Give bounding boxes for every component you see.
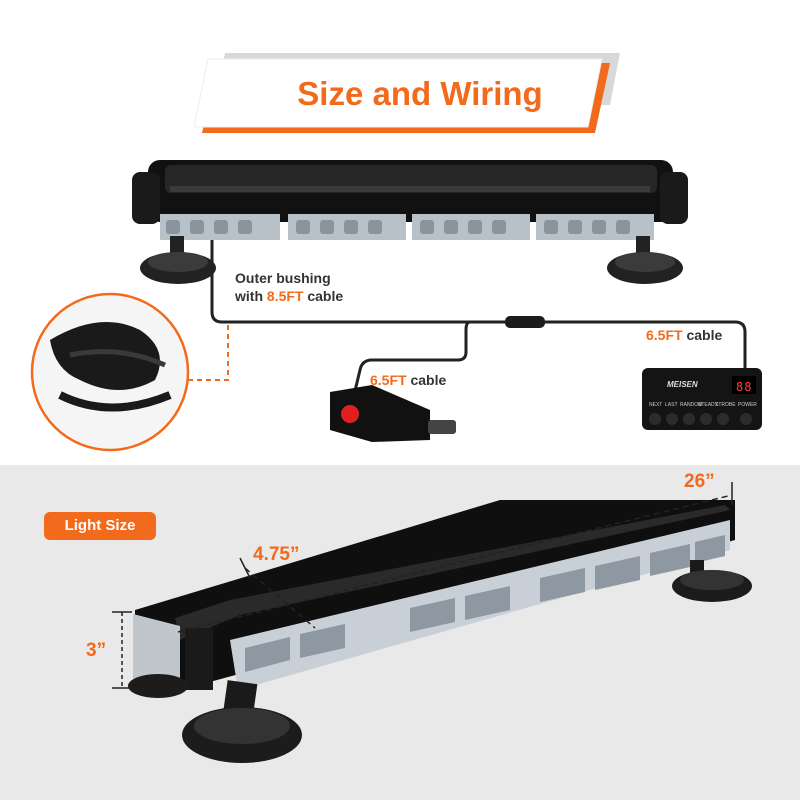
controller-button-strobe: STROBE	[715, 402, 736, 408]
bushing-label-text: Outer bushing	[235, 270, 331, 286]
plug-cable	[352, 320, 505, 396]
magnet-mount-top-left	[140, 236, 216, 284]
controller-cable-length: 6.5FT	[646, 327, 683, 343]
bushing-with-text: with	[235, 288, 263, 304]
plug-cable-word: cable	[410, 372, 447, 388]
controller-brand: MEISEN	[667, 380, 698, 389]
light-bar-top	[132, 160, 688, 240]
dimension-lines	[112, 482, 733, 689]
controller-cable-label: 6.5FT cable	[646, 327, 722, 343]
banner-shape	[193, 53, 620, 133]
controller-cable-word: cable	[686, 327, 723, 343]
width-dimension: 4.75”	[253, 544, 300, 565]
plug-cable-length: 6.5FT	[370, 372, 407, 388]
bushing-cable	[210, 240, 505, 324]
length-dimension: 26”	[684, 471, 715, 492]
cable-zoom-callout	[30, 292, 229, 452]
light-bar-bottom	[133, 500, 735, 690]
magnet-mount-top-right	[607, 236, 683, 284]
controller-button-power: POWER	[738, 402, 757, 408]
bushing-cable-length: 8.5FT	[266, 288, 304, 304]
controller-button-next: NEXT	[649, 402, 663, 408]
plug-cable-label: 6.5FT cable	[370, 372, 446, 388]
control-box	[642, 368, 762, 430]
magnet-mount-bottom-left	[128, 674, 302, 763]
controller-button-random: RANDOM	[680, 402, 703, 408]
controller-button-steady: STEADY	[698, 402, 719, 408]
title-banner: Size and Wiring	[190, 45, 620, 140]
light-size-badge: Light Size	[44, 512, 156, 540]
page-title: Size and Wiring	[297, 75, 543, 112]
bushing-cable-word: cable	[307, 288, 344, 304]
bushing-label: Outer bushing	[235, 270, 331, 286]
controller-cable	[545, 320, 747, 368]
cable-connector	[505, 316, 545, 328]
magnet-mount-bottom-right	[672, 560, 752, 602]
height-dimension: 3”	[86, 640, 107, 661]
controller-button-last: LAST	[665, 402, 678, 408]
bushing-cable-label: with 8.5FT cable	[235, 288, 343, 304]
controller-display: 88	[736, 380, 753, 394]
cigarette-lighter-plug	[330, 385, 456, 442]
